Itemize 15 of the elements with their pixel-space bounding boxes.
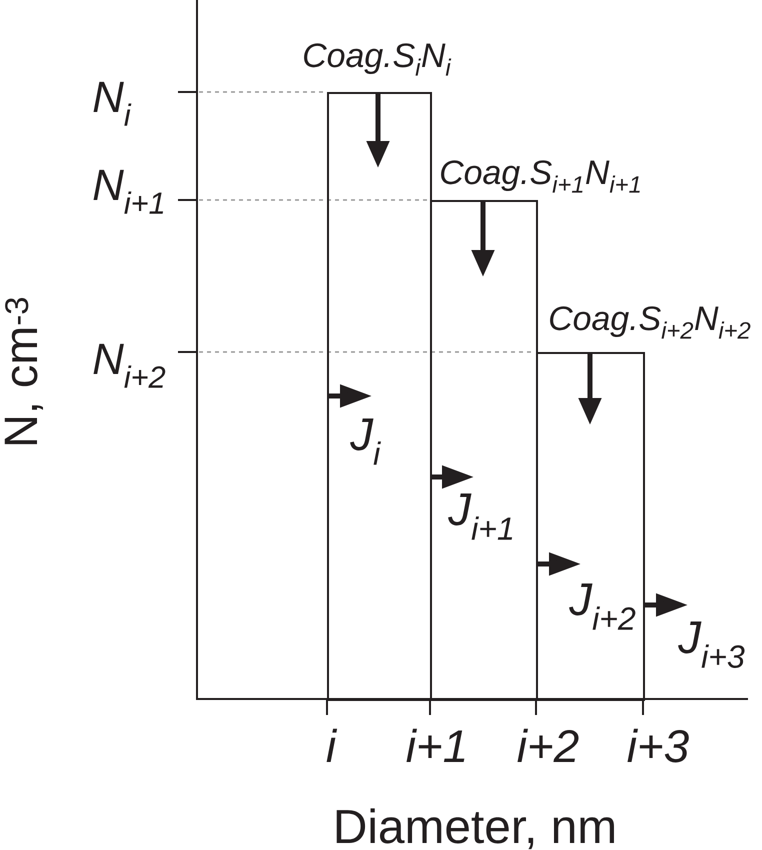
tick-label: N$_{i}$ bbox=[94, 82, 132, 126]
tick-label: i+1 bbox=[406, 728, 464, 762]
flux-label: J$_{i}$ bbox=[350, 418, 381, 465]
flux-label: J$_{i+1}$ bbox=[448, 493, 512, 540]
coag-label: Coag.S$_{i+2}$N$_{i+2}$ bbox=[550, 306, 750, 339]
tick-label: i+2 bbox=[518, 728, 579, 762]
tick-label: i+3 bbox=[628, 728, 689, 762]
axis-title: Diameter, nm bbox=[336, 808, 614, 850]
coag-label: Coag.S$_{i+1}$N$_{i+1}$ bbox=[441, 160, 640, 193]
axis-title: N, cm$^{-3}$ bbox=[4, 298, 43, 444]
tick-label: N$_{i+2}$ bbox=[94, 344, 166, 388]
tick-label: N$_{i+1}$ bbox=[94, 170, 164, 214]
tick-label: i bbox=[326, 728, 338, 762]
coag-label: Coag.S$_{i}$N$_{i}$ bbox=[304, 43, 452, 76]
flux-label: J$_{i+2}$ bbox=[569, 583, 636, 630]
